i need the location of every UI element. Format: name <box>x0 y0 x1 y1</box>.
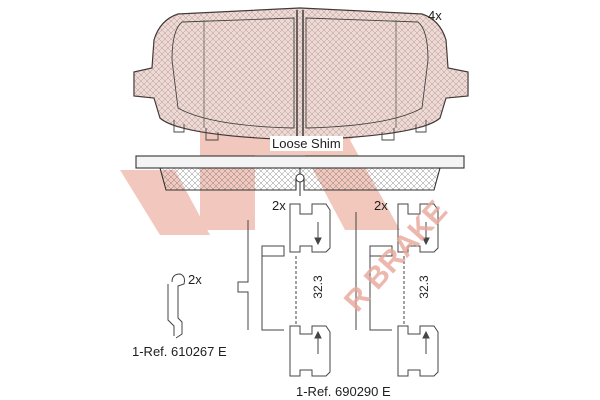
brake-pad <box>133 7 469 141</box>
spring-quantity-label: 2x <box>188 272 202 287</box>
pad-side-view <box>135 155 465 196</box>
loose-shim-label: Loose Shim <box>270 136 343 151</box>
left-clip-quantity-label: 2x <box>272 198 286 213</box>
right-clip-quantity-label: 2x <box>374 198 388 213</box>
spring-reference: 1-Ref. 610267 E <box>132 344 227 359</box>
left-clip-dimension: 32.3 <box>311 275 325 299</box>
right-clip-drawing <box>355 203 439 377</box>
left-clip-drawing <box>237 203 331 377</box>
right-clip-dimension: 32.3 <box>417 275 431 299</box>
left-clip-reference: 1-Ref. 690290 E <box>296 384 391 399</box>
spring-drawing <box>167 273 185 339</box>
pad-quantity-label: 4x <box>428 8 442 23</box>
